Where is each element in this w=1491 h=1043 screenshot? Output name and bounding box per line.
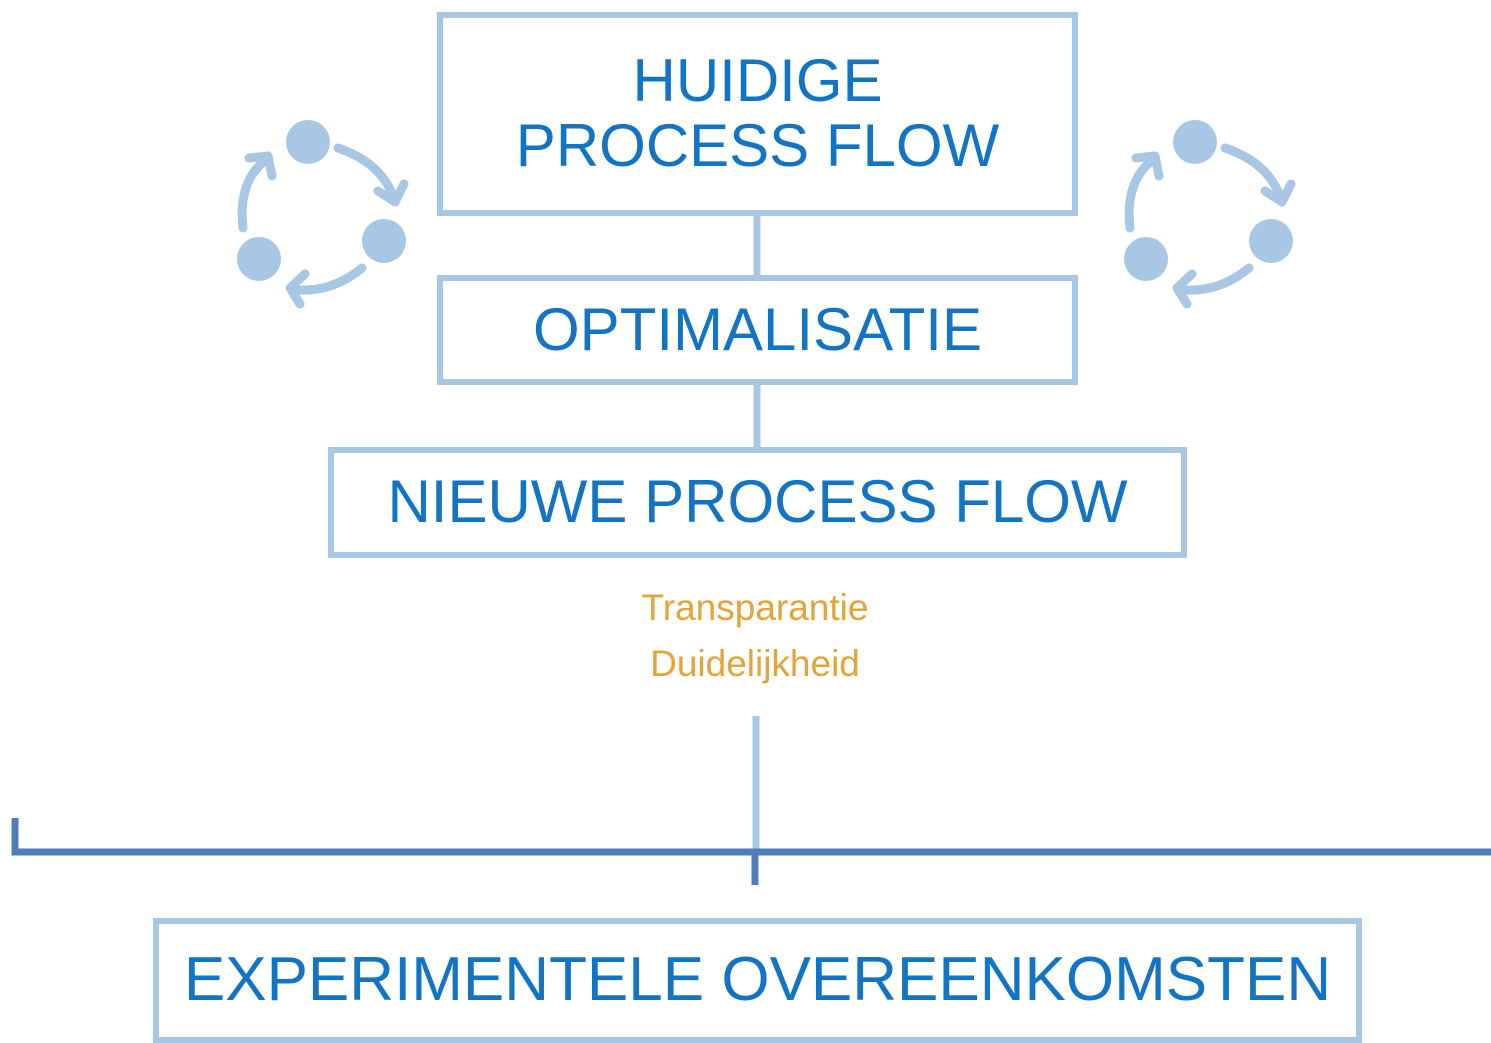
- benefit-clarity: Duidelijkheid: [650, 643, 860, 684]
- new-process-flow-label: NIEUWE PROCESS FLOW: [387, 468, 1128, 536]
- optimization-box: OPTIMALISATIE: [437, 275, 1078, 385]
- cycle-icon: [1124, 120, 1296, 309]
- current-process-line2: PROCESS FLOW: [515, 112, 1000, 179]
- current-process-line1: HUIDIGE: [632, 47, 883, 115]
- new-process-flow-box: NIEUWE PROCESS FLOW: [328, 447, 1187, 558]
- current-process-flow-box: HUIDIGE PROCESS FLOW: [437, 12, 1078, 216]
- cycle-icon: [237, 120, 409, 309]
- experimental-agreements-label: EXPERIMENTELE OVEREENKOMSTEN: [183, 945, 1332, 1015]
- experimental-agreements-box: EXPERIMENTELE OVEREENKOMSTEN: [153, 918, 1362, 1043]
- bracket-line: [11, 818, 1491, 856]
- optimization-label: OPTIMALISATIE: [533, 295, 982, 363]
- benefit-transparency: Transparantie: [641, 587, 869, 628]
